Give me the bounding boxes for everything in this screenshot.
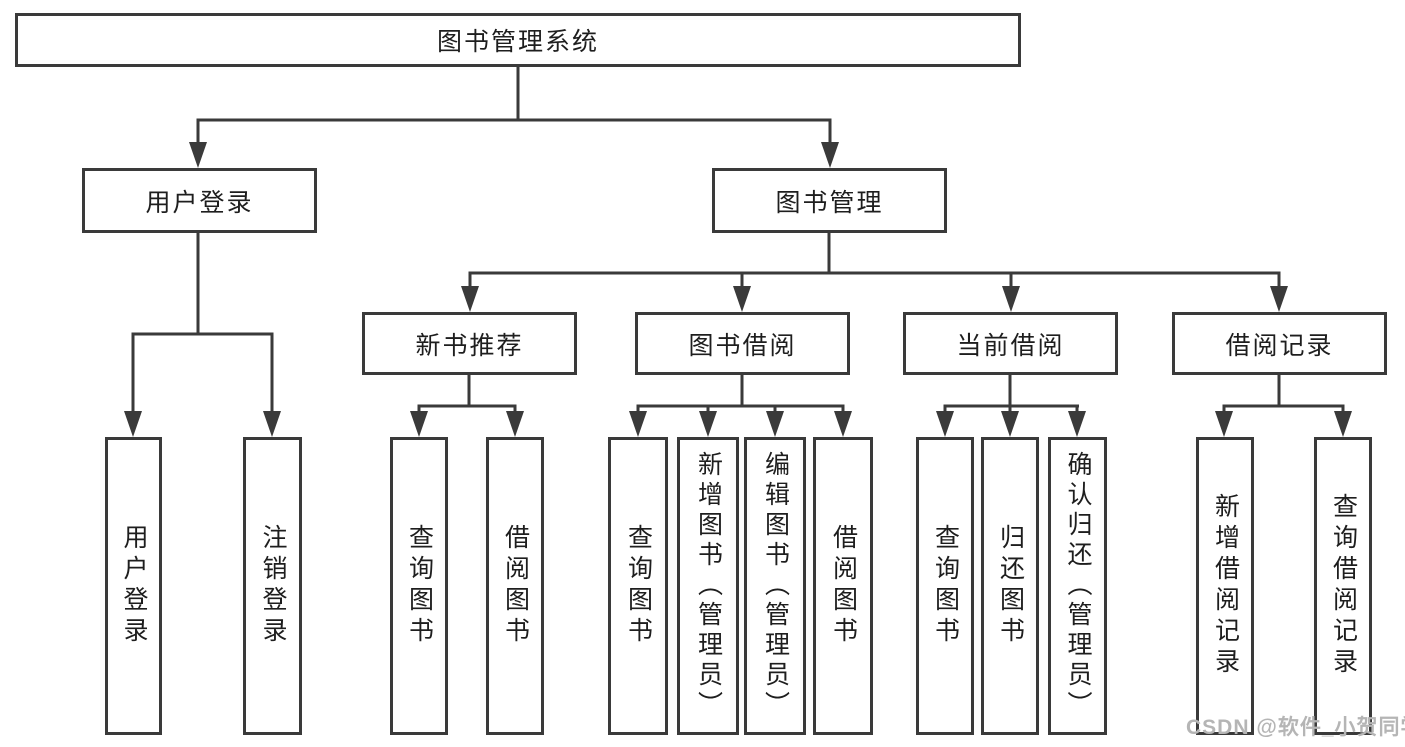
node-label: 用户登录 [120, 524, 148, 648]
node-book-borrowing: 图书借阅 [635, 312, 850, 375]
leaf-borrow-books: 借阅图书 [813, 437, 873, 735]
node-label: 查询借阅记录 [1329, 493, 1358, 679]
node-label: 查询图书 [931, 524, 960, 648]
leaf-query-books-recommend: 查询图书 [390, 437, 448, 735]
node-label: 借阅记录 [1225, 331, 1334, 360]
node-book-management: 图书管理 [712, 168, 947, 233]
node-label: 注销登录 [259, 524, 287, 648]
csdn-watermark: CSDN @软件_小贺同学 [1186, 716, 1405, 739]
leaf-borrow-books-recommend: 借阅图书 [486, 437, 544, 735]
node-label: 图书借阅 [688, 331, 797, 360]
leaf-logout-login: 注销登录 [243, 437, 302, 735]
node-label: 当前借阅 [956, 331, 1065, 360]
node-label: 借阅图书 [501, 524, 530, 648]
node-label: 图书管理系统 [436, 28, 599, 56]
node-new-book-recommendation: 新书推荐 [362, 312, 577, 375]
node-current-borrowing: 当前借阅 [903, 312, 1118, 375]
leaf-add-book-admin: 新增图书（管理员） [677, 437, 739, 735]
node-label: 新增图书（管理员） [694, 451, 723, 721]
leaf-add-borrow-record: 新增借阅记录 [1196, 437, 1254, 735]
leaf-query-books-current: 查询图书 [916, 437, 974, 735]
node-label: 编辑图书（管理员） [761, 451, 790, 721]
node-library-management-system: 图书管理系统 [15, 13, 1021, 67]
leaf-query-books-borrowing: 查询图书 [608, 437, 668, 735]
node-label: 图书管理 [775, 188, 884, 217]
leaf-return-books: 归还图书 [981, 437, 1039, 735]
leaf-edit-book-admin: 编辑图书（管理员） [744, 437, 806, 735]
leaf-user-login: 用户登录 [105, 437, 162, 735]
node-label: 查询图书 [624, 524, 653, 648]
node-label: 确认归还（管理员） [1064, 451, 1092, 721]
node-label: 借阅图书 [829, 524, 858, 648]
node-label: 用户登录 [145, 188, 254, 217]
leaf-query-borrow-record: 查询借阅记录 [1314, 437, 1372, 735]
leaf-confirm-return-admin: 确认归还（管理员） [1048, 437, 1107, 735]
node-label: 查询图书 [405, 524, 434, 648]
node-borrowing-records: 借阅记录 [1172, 312, 1387, 375]
node-label: 新书推荐 [415, 331, 524, 360]
node-user-login: 用户登录 [82, 168, 317, 233]
node-label: 新增借阅记录 [1211, 493, 1240, 679]
node-label: 归还图书 [996, 524, 1025, 648]
